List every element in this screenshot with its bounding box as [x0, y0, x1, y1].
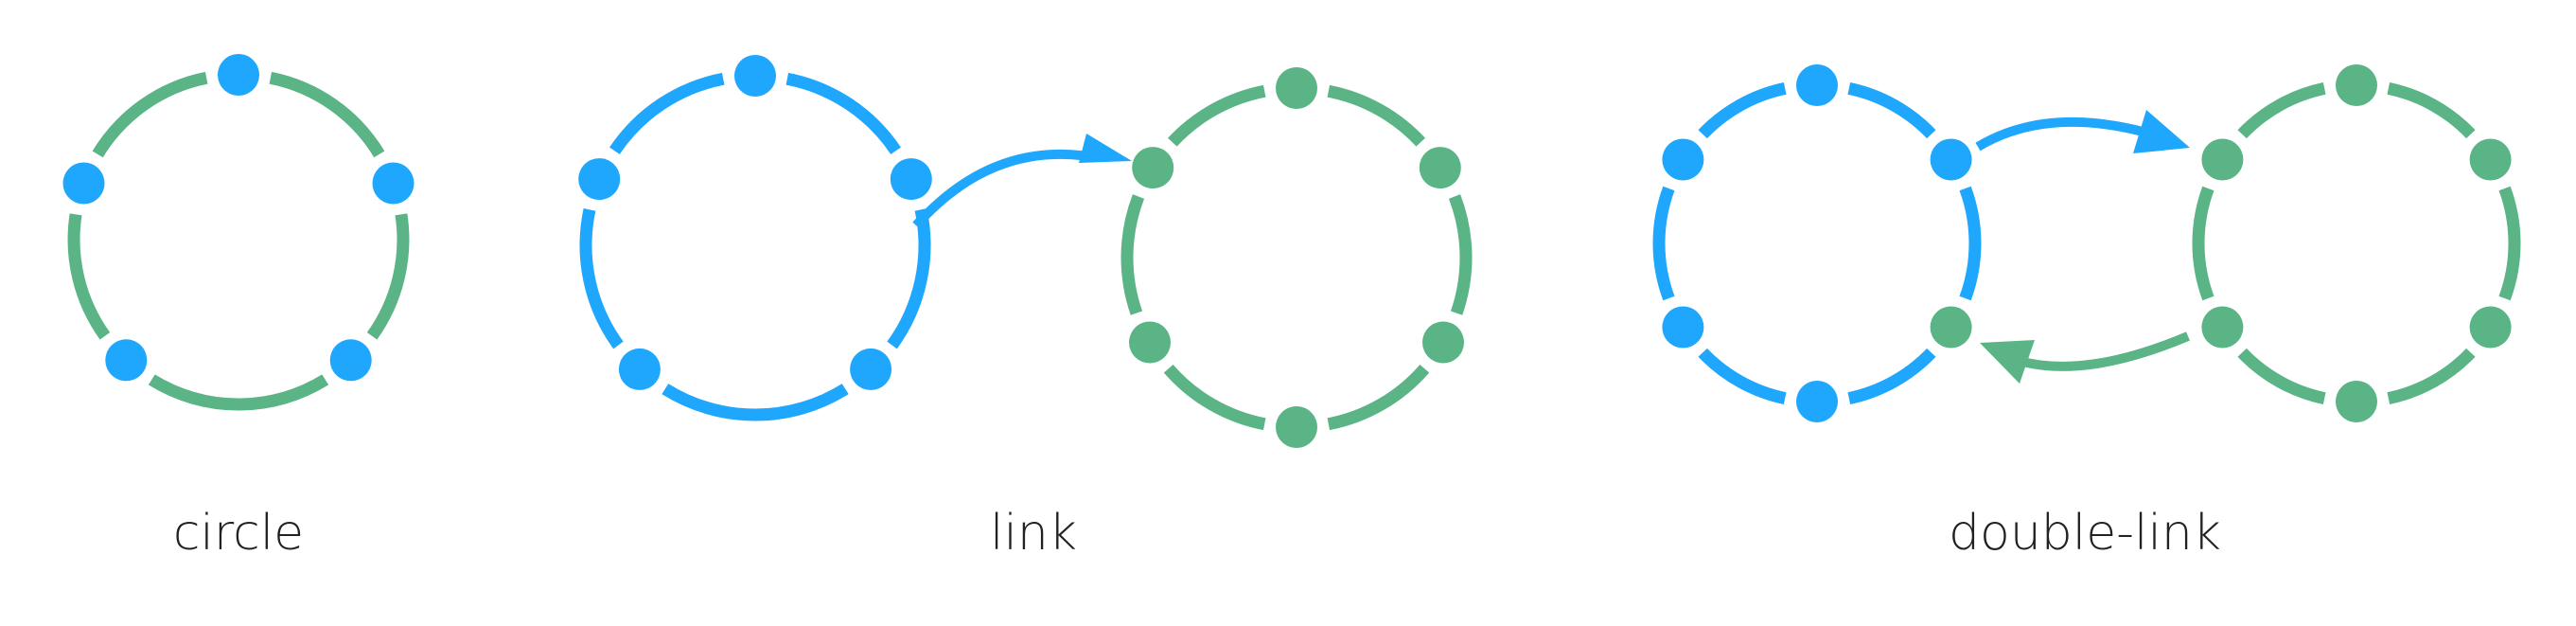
ring-node	[1132, 147, 1174, 189]
ring-node	[2201, 138, 2244, 181]
caption-circle: circle	[172, 505, 305, 562]
ring-arc	[148, 374, 329, 411]
ring-arc	[1698, 82, 1787, 139]
double-back-arrow	[1980, 331, 2190, 384]
ring-node	[62, 162, 105, 205]
link-arrow	[912, 134, 1132, 229]
ring-arc	[1327, 364, 1430, 431]
ring-node	[850, 348, 892, 390]
arrow-shaft	[2014, 331, 2190, 371]
arrow-shaft	[1975, 116, 2148, 152]
ring-arc	[92, 71, 208, 158]
ring-arc	[1847, 348, 1936, 404]
ring-arc	[67, 213, 111, 340]
ring-node	[890, 158, 932, 201]
ring-arc	[887, 208, 931, 349]
ring-arc	[1120, 194, 1145, 315]
arrows-layer	[912, 110, 2190, 384]
ring-node	[2201, 306, 2244, 349]
ring-arc	[1163, 364, 1266, 431]
ring-node	[1662, 138, 1704, 181]
ring-node	[1419, 147, 1461, 189]
ring-arc	[609, 72, 725, 154]
ring-link-right	[1120, 67, 1473, 448]
ring-arc	[1652, 186, 1675, 301]
ring-node	[2336, 381, 2377, 422]
double-forward-arrow	[1975, 110, 2190, 153]
ring-arc	[1448, 194, 1473, 315]
ring-circle	[62, 54, 415, 411]
ring-node	[329, 339, 372, 382]
ring-arc	[2237, 348, 2326, 404]
ring-node	[734, 55, 776, 97]
ring-node	[1930, 138, 1972, 181]
ring-double-right	[2192, 64, 2521, 422]
ring-arc	[662, 384, 849, 421]
ring-node	[1662, 306, 1704, 349]
arrow-head	[1079, 134, 1132, 163]
arrow-head	[1980, 340, 2035, 384]
ring-node	[1276, 406, 1317, 448]
ring-node	[1129, 321, 1171, 364]
ring-arc	[1327, 84, 1425, 147]
ring-arc	[2498, 186, 2521, 301]
arrow-head	[2133, 110, 2190, 153]
ring-node	[1796, 381, 1838, 422]
ring-arc	[2387, 82, 2476, 139]
ring-node	[372, 162, 415, 205]
ring-arc	[2237, 82, 2326, 139]
ring-arc	[1698, 348, 1787, 404]
ring-arc	[579, 208, 624, 349]
caption-link: link	[990, 505, 1077, 562]
ring-arc	[1959, 186, 1982, 301]
ring-node	[1930, 306, 1972, 349]
ring-arc	[366, 213, 410, 340]
ring-arc	[1847, 82, 1936, 139]
rings-layer	[62, 54, 2521, 448]
ring-arc	[785, 72, 901, 154]
ring-node	[218, 54, 259, 96]
ring-node	[2336, 64, 2377, 106]
ring-link-left	[578, 55, 932, 421]
ring-double-left	[1652, 64, 1982, 422]
ring-node	[2469, 138, 2512, 181]
ring-arc	[2192, 186, 2214, 301]
ring-node	[1796, 64, 1838, 106]
ring-arc	[2387, 348, 2476, 404]
ring-arc	[269, 71, 385, 158]
ring-node	[2469, 306, 2512, 349]
ring-node	[1276, 67, 1317, 109]
arrow-shaft	[912, 149, 1089, 229]
ring-node	[105, 339, 148, 382]
ring-node	[618, 348, 661, 390]
ring-arc	[1168, 84, 1266, 147]
ring-node	[1422, 321, 1464, 364]
caption-double-link: double-link	[1949, 505, 2221, 562]
ring-node	[578, 158, 621, 201]
